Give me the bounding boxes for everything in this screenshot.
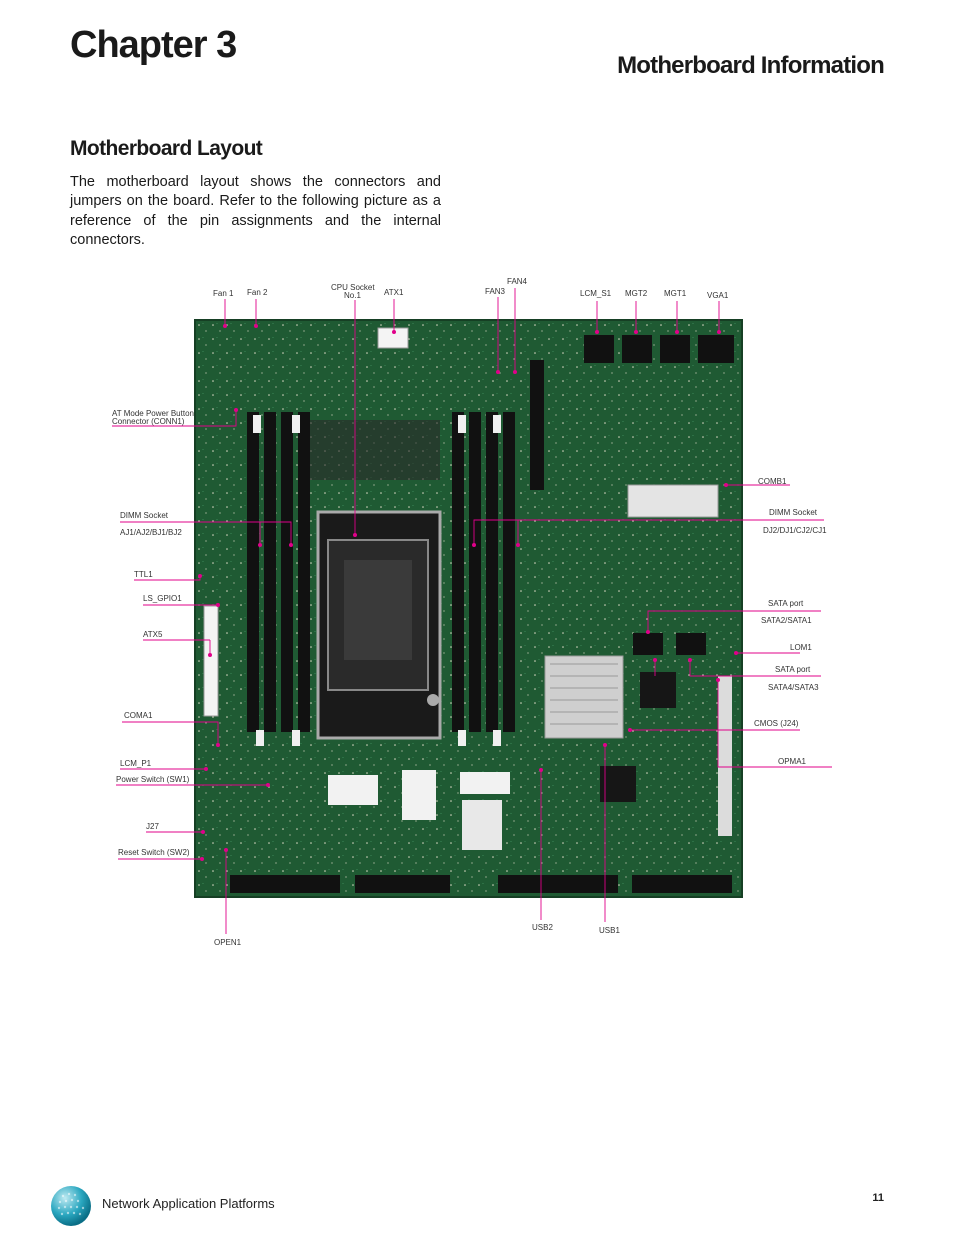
label-vga1: VGA1 [707,291,729,300]
label-open1: OPEN1 [214,938,242,947]
label-lcm-p1: LCM_P1 [120,759,152,768]
label-mgt1: MGT1 [664,289,687,298]
label-ls-gpio1: LS_GPIO1 [143,594,182,603]
label-dimm-right-2: DJ2/DJ1/CJ2/CJ1 [763,526,827,535]
label-sata-a-1: SATA port [768,599,804,608]
chipset-heatsink [544,655,624,739]
cf-card-slot [627,484,719,518]
label-at-mode-2: Connector (CONN1) [112,417,185,426]
vga1-header [698,335,734,363]
mgt2-header [622,335,652,363]
label-coma1: COMA1 [124,711,153,720]
label-cmos: CMOS (J24) [754,719,799,728]
section-title: Motherboard Information [617,52,885,79]
intro-paragraph: The motherboard layout shows the connect… [70,174,441,248]
label-dimm-left-2: AJ1/AJ2/BJ1/BJ2 [120,528,182,537]
company-logo-icon [51,1186,91,1226]
label-lcm-s1: LCM_S1 [580,289,612,298]
callout-labels: Fan 1 Fan 2 CPU Socket No.1 ATX1 FAN4 FA… [112,277,827,947]
label-fan2: Fan 2 [247,288,268,297]
label-usb2: USB2 [532,923,553,932]
label-fan1: Fan 1 [213,289,234,298]
label-cpu-socket-1: CPU Socket [331,283,375,292]
label-sata-b-1: SATA port [775,665,811,674]
label-atx1: ATX1 [384,288,404,297]
label-sata-b-2: SATA4/SATA3 [768,683,819,692]
label-dimm-left-1: DIMM Socket [120,511,169,520]
label-lom1: LOM1 [790,643,812,652]
label-fan4: FAN4 [507,277,528,286]
subsection-title: Motherboard Layout [70,137,263,160]
atx5-connector [203,605,219,717]
label-ttl1: TTL1 [134,570,153,579]
mgt1-header [660,335,690,363]
label-sata-a-2: SATA2/SATA1 [761,616,812,625]
label-dimm-right-1: DIMM Socket [769,508,818,517]
leader-dots [198,324,738,861]
label-cpu-socket-2: No.1 [344,291,361,300]
label-usb1: USB1 [599,926,620,935]
footer-brand: Network Application Platforms [102,1196,275,1211]
chapter-title: Chapter 3 [70,24,237,66]
atx1-connector [377,327,409,349]
dimm-slots-right [452,412,515,746]
label-fan3: FAN3 [485,287,506,296]
label-reset-switch: Reset Switch (SW2) [118,848,190,857]
label-atx5: ATX5 [143,630,163,639]
label-j27: J27 [146,822,159,831]
label-opma1: OPMA1 [778,757,807,766]
page-number: 11 [872,1192,884,1204]
lcm-s1-header [584,335,614,363]
motherboard-figure: Fan 1 Fan 2 CPU Socket No.1 ATX1 FAN4 FA… [112,277,832,947]
label-at-mode-1: AT Mode Power Button [112,409,194,418]
dimm-slots-left [247,412,310,746]
label-mgt2: MGT2 [625,289,648,298]
opma-slot [718,676,732,836]
label-comb1: COMB1 [758,477,787,486]
label-power-switch: Power Switch (SW1) [116,775,190,784]
motherboard-photo [194,319,743,898]
cpu-socket [316,510,442,740]
leader-lines [112,288,832,934]
pcie-slot [530,360,544,490]
